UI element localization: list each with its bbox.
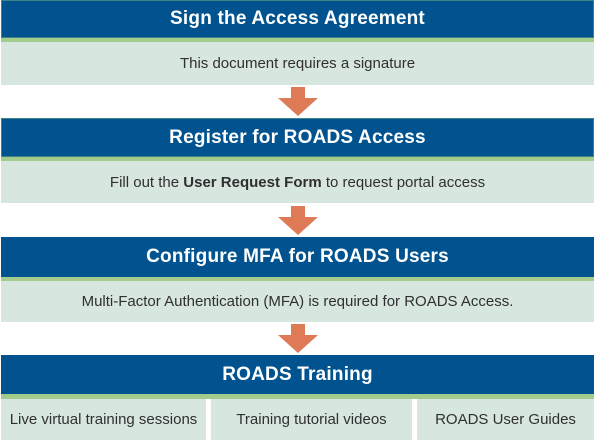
training-option-label: Live virtual training sessions — [9, 411, 198, 428]
step-1-title: Sign the Access Agreement — [170, 8, 425, 29]
step-4-title-bar: ROADS Training — [1, 355, 594, 394]
step-register-roads-access: Register for ROADS Access Fill out the U… — [1, 118, 594, 203]
training-option-tutorial-videos: Training tutorial videos — [211, 399, 412, 440]
divider-strip — [1, 277, 594, 281]
step-sign-access-agreement: Sign the Access Agreement This document … — [1, 0, 594, 85]
down-arrow-icon — [277, 87, 318, 116]
step-2-title-bar: Register for ROADS Access — [1, 118, 594, 157]
training-option-live-sessions: Live virtual training sessions — [1, 399, 206, 440]
step-3-title-bar: Configure MFA for ROADS Users — [1, 237, 594, 277]
training-option-user-guides: ROADS User Guides — [417, 399, 594, 440]
step-2-description-suffix: to request portal access — [321, 173, 486, 191]
step-1-description-text: This document requires a signature — [179, 55, 416, 72]
step-1-title-bar: Sign the Access Agreement — [1, 0, 594, 38]
user-request-form-label: User Request Form — [183, 173, 322, 191]
down-arrow-icon — [277, 324, 318, 353]
step-2-description: Fill out the User Request Form to reques… — [1, 161, 594, 203]
step-2-title: Register for ROADS Access — [169, 126, 426, 148]
arrow-gap-3 — [1, 322, 594, 355]
step-roads-training: ROADS Training Live virtual training ses… — [1, 355, 594, 440]
step-3-description-text: Multi-Factor Authentication (MFA) is req… — [81, 293, 514, 310]
divider-strip — [1, 157, 594, 161]
training-option-label: ROADS User Guides — [435, 411, 576, 428]
training-options-row: Live virtual training sessions Training … — [1, 399, 594, 440]
divider-strip — [1, 38, 594, 42]
arrow-gap-1 — [1, 85, 594, 118]
step-3-description: Multi-Factor Authentication (MFA) is req… — [1, 281, 594, 322]
arrow-gap-2 — [1, 203, 594, 237]
training-option-label: Training tutorial videos — [236, 411, 387, 428]
step-3-title: Configure MFA for ROADS Users — [146, 246, 449, 267]
down-arrow-icon — [277, 205, 318, 235]
step-configure-mfa: Configure MFA for ROADS Users Multi-Fact… — [1, 237, 594, 322]
step-1-description: This document requires a signature — [1, 42, 594, 85]
divider-strip — [1, 394, 594, 399]
step-2-description-prefix: Fill out the — [109, 173, 184, 191]
step-4-title: ROADS Training — [222, 363, 373, 385]
